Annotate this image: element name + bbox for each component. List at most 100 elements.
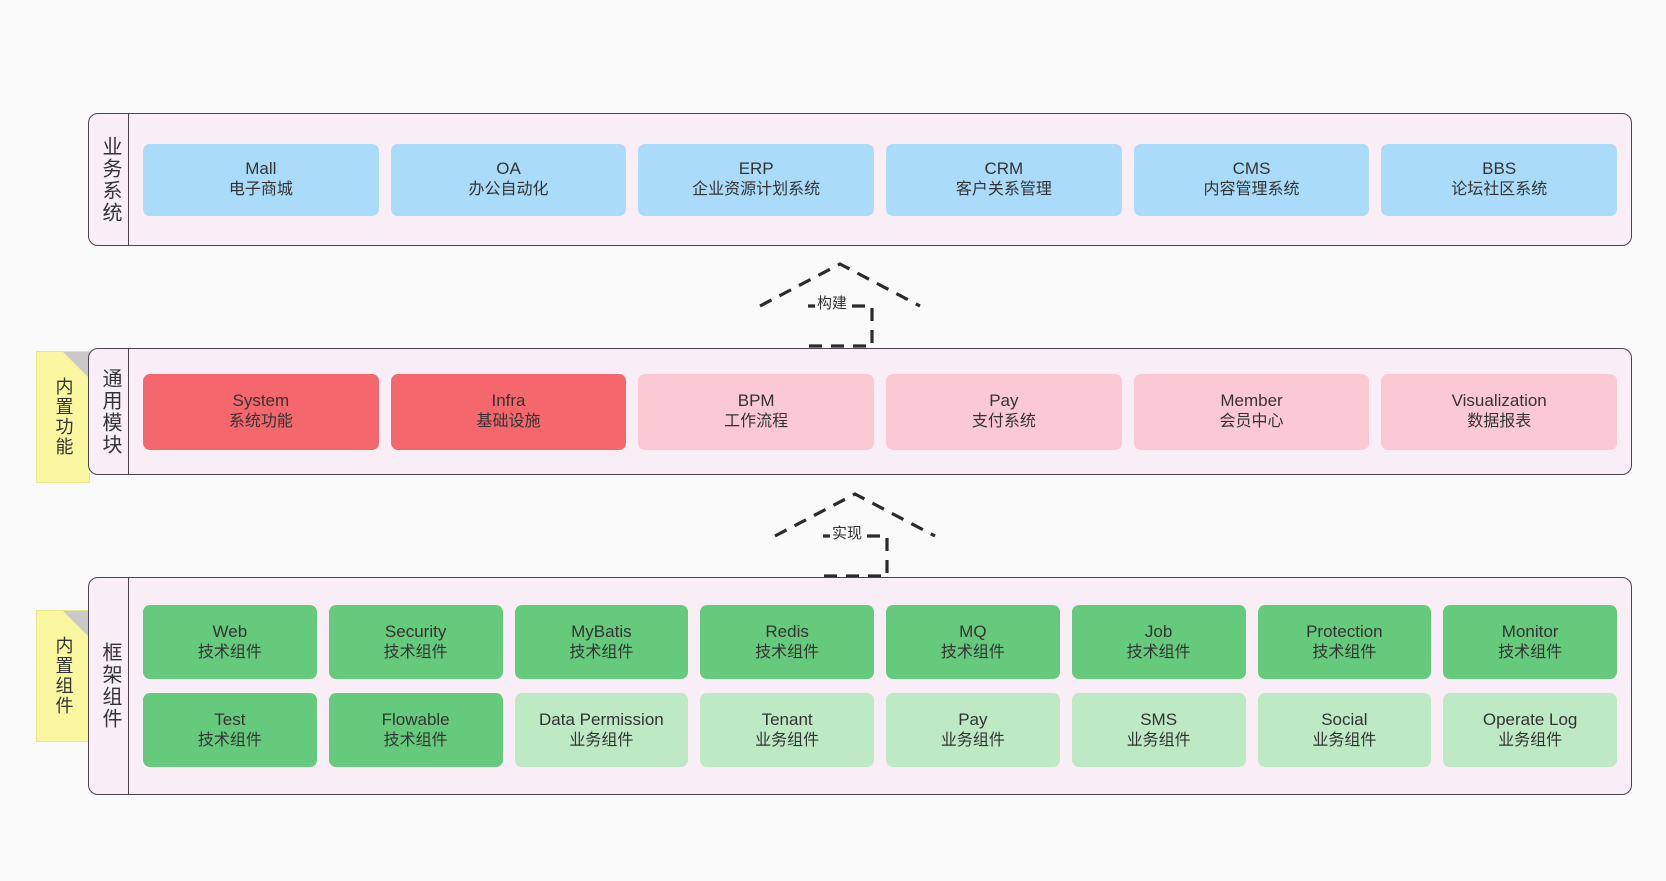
layer-label-framework-components: 框架组件 [89, 578, 129, 794]
card-subtitle: 技术组件 [940, 643, 1005, 661]
card-infra[interactable]: Infra 基础设施 [390, 373, 627, 450]
card-sms[interactable]: SMS 业务组件 [1071, 693, 1246, 767]
card-title: SMS [1140, 709, 1178, 729]
card-pay-component[interactable]: Pay 业务组件 [886, 693, 1060, 767]
card-title: Protection [1306, 621, 1383, 641]
card-subtitle: 业务组件 [1126, 731, 1191, 749]
card-subtitle: 业务组件 [1498, 731, 1563, 749]
card-title: Data Permission [539, 709, 664, 729]
card-title: Job [1144, 621, 1173, 641]
sticky-note-builtin-function: 内置功能 [36, 351, 90, 483]
card-system[interactable]: System 系统功能 [143, 373, 379, 450]
card-crm[interactable]: CRM 客户关系管理 [886, 143, 1122, 216]
card-title: Operate Log [1482, 709, 1578, 729]
card-subtitle: 企业资源计划系统 [692, 181, 821, 199]
card-subtitle: 业务组件 [940, 731, 1005, 749]
card-subtitle: 系统功能 [228, 413, 293, 431]
card-subtitle: 技术组件 [197, 731, 262, 749]
framework-components-card-grid: Web 技术组件 Security 技术组件 MyBatis 技术组件 Redi… [129, 578, 1631, 794]
sticky-fold-corner-icon [63, 352, 89, 378]
card-title: CMS [1232, 159, 1271, 179]
card-subtitle: 数据报表 [1467, 413, 1532, 431]
card-subtitle: 工作流程 [724, 413, 789, 431]
card-flowable[interactable]: Flowable 技术组件 [328, 693, 503, 767]
card-title: Tenant [761, 709, 813, 729]
card-cms[interactable]: CMS 内容管理系统 [1133, 143, 1370, 216]
card-subtitle: 技术组件 [569, 643, 634, 661]
layer-framework-components: 框架组件 Web 技术组件 Security 技术组件 MyBatis 技术组件… [88, 577, 1632, 795]
card-title: Security [384, 621, 447, 641]
card-title: BBS [1482, 159, 1517, 179]
card-erp[interactable]: ERP 企业资源计划系统 [638, 143, 875, 216]
layer-label-common-modules: 通用模块 [89, 349, 129, 474]
card-title: Pay [958, 709, 988, 729]
card-security[interactable]: Security 技术组件 [328, 605, 503, 679]
arrow-label-implement: 实现 [830, 522, 865, 543]
card-pay-module[interactable]: Pay 支付系统 [886, 373, 1122, 450]
card-operate-log[interactable]: Operate Log 业务组件 [1443, 693, 1617, 767]
card-tenant[interactable]: Tenant 业务组件 [700, 693, 874, 767]
card-title: System [232, 391, 290, 411]
card-member[interactable]: Member 会员中心 [1133, 373, 1370, 450]
framework-row-technical: Web 技术组件 Security 技术组件 MyBatis 技术组件 Redi… [143, 605, 1617, 679]
card-mybatis[interactable]: MyBatis 技术组件 [514, 605, 689, 679]
card-title: Flowable [381, 709, 450, 729]
card-title: Web [212, 621, 248, 641]
card-data-permission[interactable]: Data Permission 业务组件 [514, 693, 689, 767]
card-subtitle: 内容管理系统 [1203, 181, 1300, 199]
layer-label-business-systems: 业务系统 [89, 114, 129, 245]
card-subtitle: 电子商城 [228, 181, 293, 199]
sticky-fold-corner-icon [63, 611, 89, 637]
card-subtitle: 支付系统 [971, 413, 1036, 431]
card-title: Monitor [1501, 621, 1559, 641]
card-title: Member [1220, 391, 1283, 411]
card-title: CRM [984, 159, 1024, 179]
card-subtitle: 技术组件 [197, 643, 262, 661]
card-subtitle: 基础设施 [476, 413, 541, 431]
layer-business-systems: 业务系统 Mall 电子商城 OA 办公自动化 ERP 企业资源计划系统 CRM… [88, 113, 1632, 246]
card-subtitle: 技术组件 [755, 643, 820, 661]
card-title: Test [214, 709, 246, 729]
card-web[interactable]: Web 技术组件 [143, 605, 317, 679]
sticky-note-label: 内置功能 [53, 377, 74, 457]
card-test[interactable]: Test 技术组件 [143, 693, 317, 767]
card-title: Infra [491, 391, 526, 411]
card-subtitle: 业务组件 [1312, 731, 1377, 749]
card-subtitle: 客户关系管理 [955, 181, 1052, 199]
card-title: Mall [245, 159, 277, 179]
card-job[interactable]: Job 技术组件 [1071, 605, 1246, 679]
card-title: Social [1321, 709, 1368, 729]
common-modules-card-list: System 系统功能 Infra 基础设施 BPM 工作流程 Pay 支付系统… [129, 349, 1631, 474]
card-social[interactable]: Social 业务组件 [1257, 693, 1432, 767]
card-subtitle: 论坛社区系统 [1451, 181, 1548, 199]
sticky-note-builtin-component: 内置组件 [36, 610, 90, 742]
card-redis[interactable]: Redis 技术组件 [700, 605, 874, 679]
card-subtitle: 技术组件 [383, 643, 448, 661]
card-title: ERP [738, 159, 774, 179]
card-title: Visualization [1451, 391, 1547, 411]
card-title: BPM [737, 391, 775, 411]
card-bbs[interactable]: BBS 论坛社区系统 [1381, 143, 1618, 216]
card-subtitle: 业务组件 [569, 731, 634, 749]
card-mall[interactable]: Mall 电子商城 [143, 143, 379, 216]
card-subtitle: 技术组件 [1126, 643, 1191, 661]
card-title: MQ [959, 621, 987, 641]
card-title: Pay [989, 391, 1019, 411]
card-subtitle: 技术组件 [383, 731, 448, 749]
sticky-note-label: 内置组件 [53, 636, 74, 716]
card-visualization[interactable]: Visualization 数据报表 [1381, 373, 1618, 450]
card-title: OA [496, 159, 521, 179]
card-oa[interactable]: OA 办公自动化 [390, 143, 627, 216]
card-mq[interactable]: MQ 技术组件 [886, 605, 1060, 679]
layer-common-modules: 通用模块 System 系统功能 Infra 基础设施 BPM 工作流程 Pay… [88, 348, 1632, 475]
card-protection[interactable]: Protection 技术组件 [1257, 605, 1432, 679]
card-title: MyBatis [571, 621, 632, 641]
card-subtitle: 业务组件 [755, 731, 820, 749]
card-bpm[interactable]: BPM 工作流程 [638, 373, 875, 450]
card-subtitle: 办公自动化 [468, 181, 549, 199]
card-monitor[interactable]: Monitor 技术组件 [1443, 605, 1617, 679]
business-systems-card-list: Mall 电子商城 OA 办公自动化 ERP 企业资源计划系统 CRM 客户关系… [129, 114, 1631, 245]
card-subtitle: 会员中心 [1219, 413, 1284, 431]
card-title: Redis [765, 621, 809, 641]
